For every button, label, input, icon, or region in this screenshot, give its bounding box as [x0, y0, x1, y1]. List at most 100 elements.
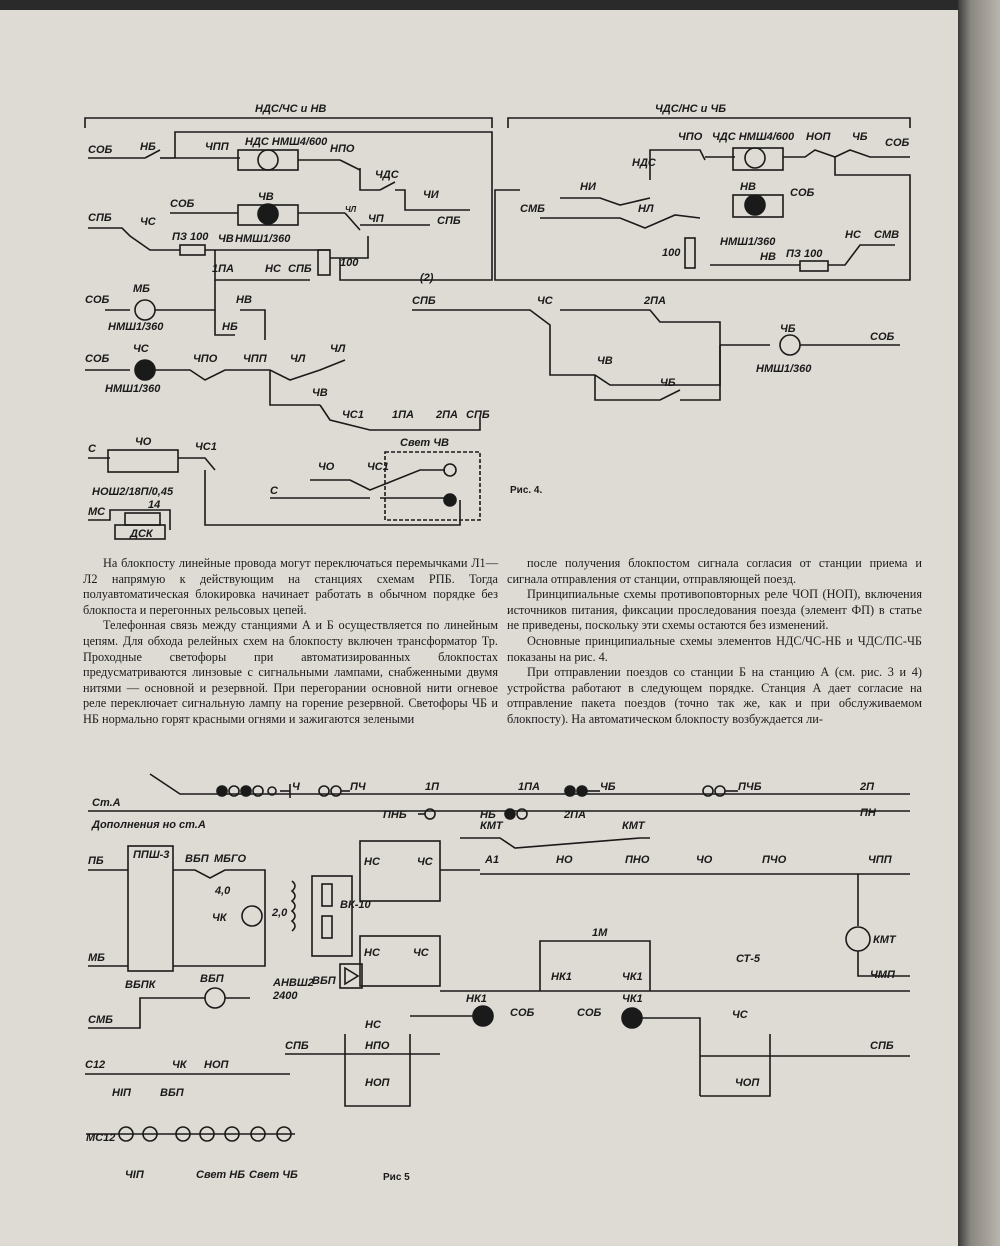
label-cho2: ЧО: [318, 461, 335, 473]
label-nds-r: НДС: [632, 157, 657, 169]
label-chop: ЧОП: [735, 1077, 760, 1089]
label-smb: СМБ: [88, 1014, 113, 1026]
label-nop: НОП: [365, 1077, 391, 1089]
label-mb: МБ: [88, 952, 105, 964]
book-binding-edge: [958, 0, 1000, 1246]
header-right: ЧДС/НС и ЧБ: [655, 103, 726, 115]
label-ns: НС: [364, 856, 381, 868]
label-pchb: ПЧБ: [738, 781, 762, 793]
label-s12: С12: [85, 1059, 105, 1071]
label-nk1: НК1: [551, 971, 572, 983]
label-nl: НЛ: [638, 203, 654, 215]
text-column-left: На блокпосту линейные провода могут пере…: [83, 556, 498, 728]
label-sob-r2: СОБ: [790, 187, 815, 199]
label-100: 100: [340, 257, 359, 269]
label-chv2: ЧВ: [218, 233, 234, 245]
label-pn: ПН: [860, 807, 877, 819]
fig4-caption: Рис. 4.: [510, 485, 542, 496]
label-chp: ЧП: [368, 213, 385, 225]
label-sob-1: СОБ: [88, 144, 113, 156]
label-cho: ЧО: [135, 436, 152, 448]
label-ch: Ч: [292, 781, 300, 793]
label-kmt2: КМТ: [622, 820, 646, 832]
label-chv-r: ЧВ: [597, 355, 613, 367]
label-ms: МС: [88, 506, 106, 518]
label-chpo-r: ЧПО: [678, 131, 703, 143]
label-nds-nmsh: НДС НМШ4/600: [245, 136, 328, 148]
label-chpo: ЧПО: [193, 353, 218, 365]
label-ppsh3: ППШ-3: [133, 849, 169, 861]
label-2pa: 2ПА: [563, 809, 586, 821]
label-chb3: ЧБ: [780, 323, 796, 335]
label-no: НО: [556, 854, 573, 866]
label-sob-2: СОБ: [170, 198, 195, 210]
lamp-bottom: [443, 493, 457, 507]
label-chs-r: ЧС: [537, 295, 554, 307]
label-14: 14: [148, 499, 160, 511]
lamp-top: [443, 463, 457, 477]
label-chpp2: ЧПП: [243, 353, 268, 365]
label-nv-r2: НВ: [760, 251, 776, 263]
label-s: С: [88, 443, 97, 455]
label-1pa: 1ПА: [212, 263, 234, 275]
label-pz100-r: ПЗ 100: [786, 248, 823, 260]
fig5-caption: Рис 5: [383, 1172, 410, 1183]
label-chb: ЧБ: [852, 131, 868, 143]
label-pz100: ПЗ 100: [172, 231, 209, 243]
figure-4-schematic: НДС/ЧС и НВ ЧДС/НС и ЧБ СОБ НБ ЧПП НДС Н…: [84, 103, 911, 540]
label-spb-r2: СПБ: [412, 295, 436, 307]
relay-nds: [257, 149, 279, 171]
label-ns-r: НС: [845, 229, 862, 241]
label-a1: А1: [484, 854, 499, 866]
label-ns: НС: [265, 263, 282, 275]
label-2pa: 2ПА: [435, 409, 458, 421]
scan-top-edge: [0, 0, 1000, 10]
label-z2: (2): [420, 272, 434, 284]
label-sob-chs: СОБ: [85, 353, 110, 365]
label-pb: ПБ: [88, 855, 104, 867]
label-dop: Дополнения но ст.А: [91, 819, 206, 831]
lamp-chk: [241, 905, 263, 927]
label-chv3: ЧВ: [312, 387, 328, 399]
label-nv: НВ: [236, 294, 252, 306]
label-spb-r: СПБ: [437, 215, 461, 227]
indicator-lamps: [118, 1126, 292, 1142]
label-chs3: ЧС: [732, 1009, 749, 1021]
paragraph: Основные принципиальные схемы элементов …: [507, 633, 922, 664]
label-vbp2: ВБП: [312, 975, 337, 987]
label-2p: 2П: [859, 781, 875, 793]
label-2-0: 2,0: [271, 907, 288, 919]
label-nmsh1-360: НМШ1/360: [235, 233, 291, 245]
label-npo: НПО: [365, 1040, 390, 1052]
label-sta: Ст.А: [92, 797, 121, 809]
label-2400: 2400: [272, 990, 298, 1002]
header-left: НДС/ЧС и НВ: [255, 103, 326, 115]
diode: [344, 966, 360, 986]
label-vbp4: ВБП: [160, 1087, 185, 1099]
label-sob-r: СОБ: [885, 137, 910, 149]
label-smb: СМБ: [520, 203, 545, 215]
label-vbp: ВБП: [185, 853, 210, 865]
relay-mb: [134, 299, 156, 321]
relay-chv: [257, 203, 279, 225]
label-c: С: [270, 485, 279, 497]
label-chs-1: ЧС: [140, 216, 157, 228]
label-vbp3: ВБП: [200, 973, 225, 985]
label-chk2: ЧК: [172, 1059, 188, 1071]
paragraph: Телефонная связь между станциями А и Б о…: [83, 618, 498, 726]
label-chs1: ЧС1: [342, 409, 364, 421]
signal-ch: [216, 784, 291, 798]
bracket-right: [507, 117, 911, 128]
text-column-right: после получения блокпостом сигнала согла…: [507, 556, 922, 728]
label-chs: ЧС: [417, 856, 434, 868]
label-chb-type: НМШ1/360: [756, 363, 812, 375]
label-spb2: СПБ: [870, 1040, 894, 1052]
label-nop2: НОП: [204, 1059, 230, 1071]
relay-nds-box: [237, 149, 299, 171]
label-chs1-c: ЧС1: [367, 461, 389, 473]
label-chmp: ЧМП: [870, 969, 896, 981]
label-sob-mb: СОБ: [85, 294, 110, 306]
label-nop: НОП: [806, 131, 832, 143]
label-chpp: ЧПП: [868, 854, 893, 866]
